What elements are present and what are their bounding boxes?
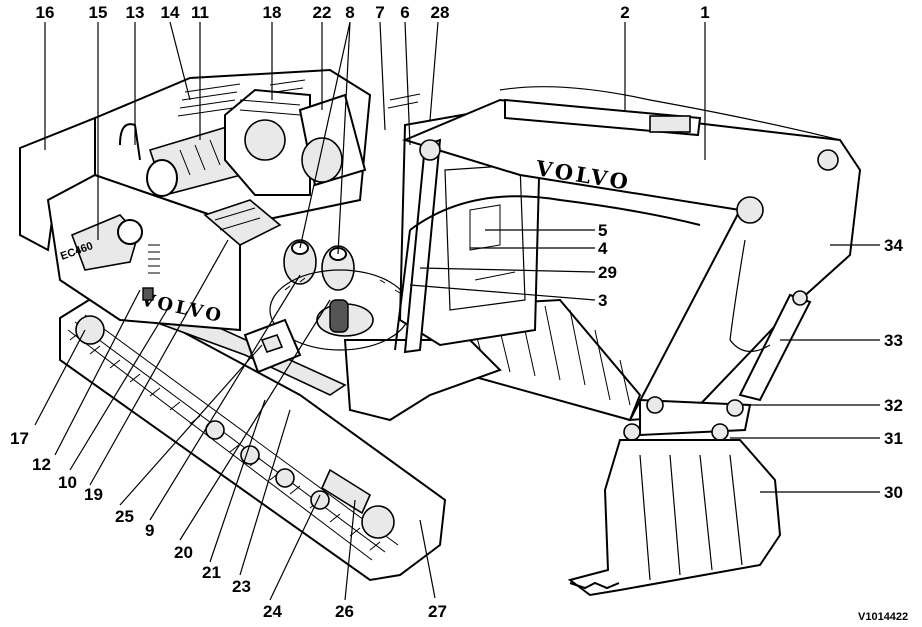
bucket-linkage bbox=[623, 396, 752, 441]
callout-20: 20 bbox=[174, 543, 193, 562]
callout-24: 24 bbox=[263, 602, 282, 621]
callout-29: 29 bbox=[598, 263, 617, 282]
callout-11: 11 bbox=[191, 3, 209, 22]
hydraulic-hoses bbox=[409, 195, 701, 231]
leader-lines bbox=[34, 21, 880, 601]
callout-23: 23 bbox=[232, 577, 251, 596]
callout-13: 13 bbox=[126, 3, 145, 22]
arm-hose bbox=[729, 239, 771, 352]
callout-21: 21 bbox=[202, 563, 221, 582]
arm-cylinder bbox=[504, 98, 702, 137]
callout-3: 3 bbox=[598, 291, 607, 310]
callout-33: 33 bbox=[884, 331, 903, 350]
battery-box bbox=[243, 318, 302, 374]
callout-4: 4 bbox=[598, 239, 608, 258]
callout-10: 10 bbox=[58, 473, 77, 492]
callout-14: 14 bbox=[161, 3, 180, 22]
car-body bbox=[343, 339, 502, 422]
callout-22: 22 bbox=[313, 3, 332, 22]
callout-26: 26 bbox=[335, 602, 354, 621]
boom-cylinders bbox=[394, 138, 442, 354]
callout-19: 19 bbox=[84, 485, 103, 504]
callout-17: 17 bbox=[10, 429, 29, 448]
control-valve bbox=[203, 199, 282, 246]
callout-16: 16 bbox=[36, 3, 55, 22]
bucket bbox=[567, 439, 782, 597]
radiator-unit bbox=[224, 88, 311, 196]
callout-32: 32 bbox=[884, 396, 903, 415]
callout-15: 15 bbox=[89, 3, 108, 22]
callout-25: 25 bbox=[115, 507, 134, 526]
callout-31: 31 bbox=[884, 429, 903, 448]
callout-numbers: 16 15 13 14 11 18 22 8 7 6 28 2 1 5 4 29… bbox=[10, 3, 908, 623]
callout-9: 9 bbox=[145, 521, 154, 540]
counterweight-lifting-eye bbox=[142, 287, 154, 301]
callout-8: 8 bbox=[345, 3, 354, 22]
callout-1: 1 bbox=[700, 3, 709, 22]
callout-12: 12 bbox=[32, 455, 51, 474]
callout-6: 6 bbox=[400, 3, 409, 22]
bucket-cylinder bbox=[738, 290, 812, 402]
callout-27: 27 bbox=[428, 602, 447, 621]
callout-28: 28 bbox=[431, 3, 450, 22]
callout-30: 30 bbox=[884, 483, 903, 502]
callout-5: 5 bbox=[598, 221, 607, 240]
callout-18: 18 bbox=[263, 3, 282, 22]
boom-hose bbox=[499, 86, 841, 141]
callout-34: 34 bbox=[884, 236, 903, 255]
image-code: V1014422 bbox=[858, 611, 908, 623]
hydraulic-pumps bbox=[283, 239, 355, 291]
hydraulic-tank bbox=[298, 93, 367, 187]
callout-7: 7 bbox=[375, 3, 384, 22]
callout-2: 2 bbox=[620, 3, 629, 22]
